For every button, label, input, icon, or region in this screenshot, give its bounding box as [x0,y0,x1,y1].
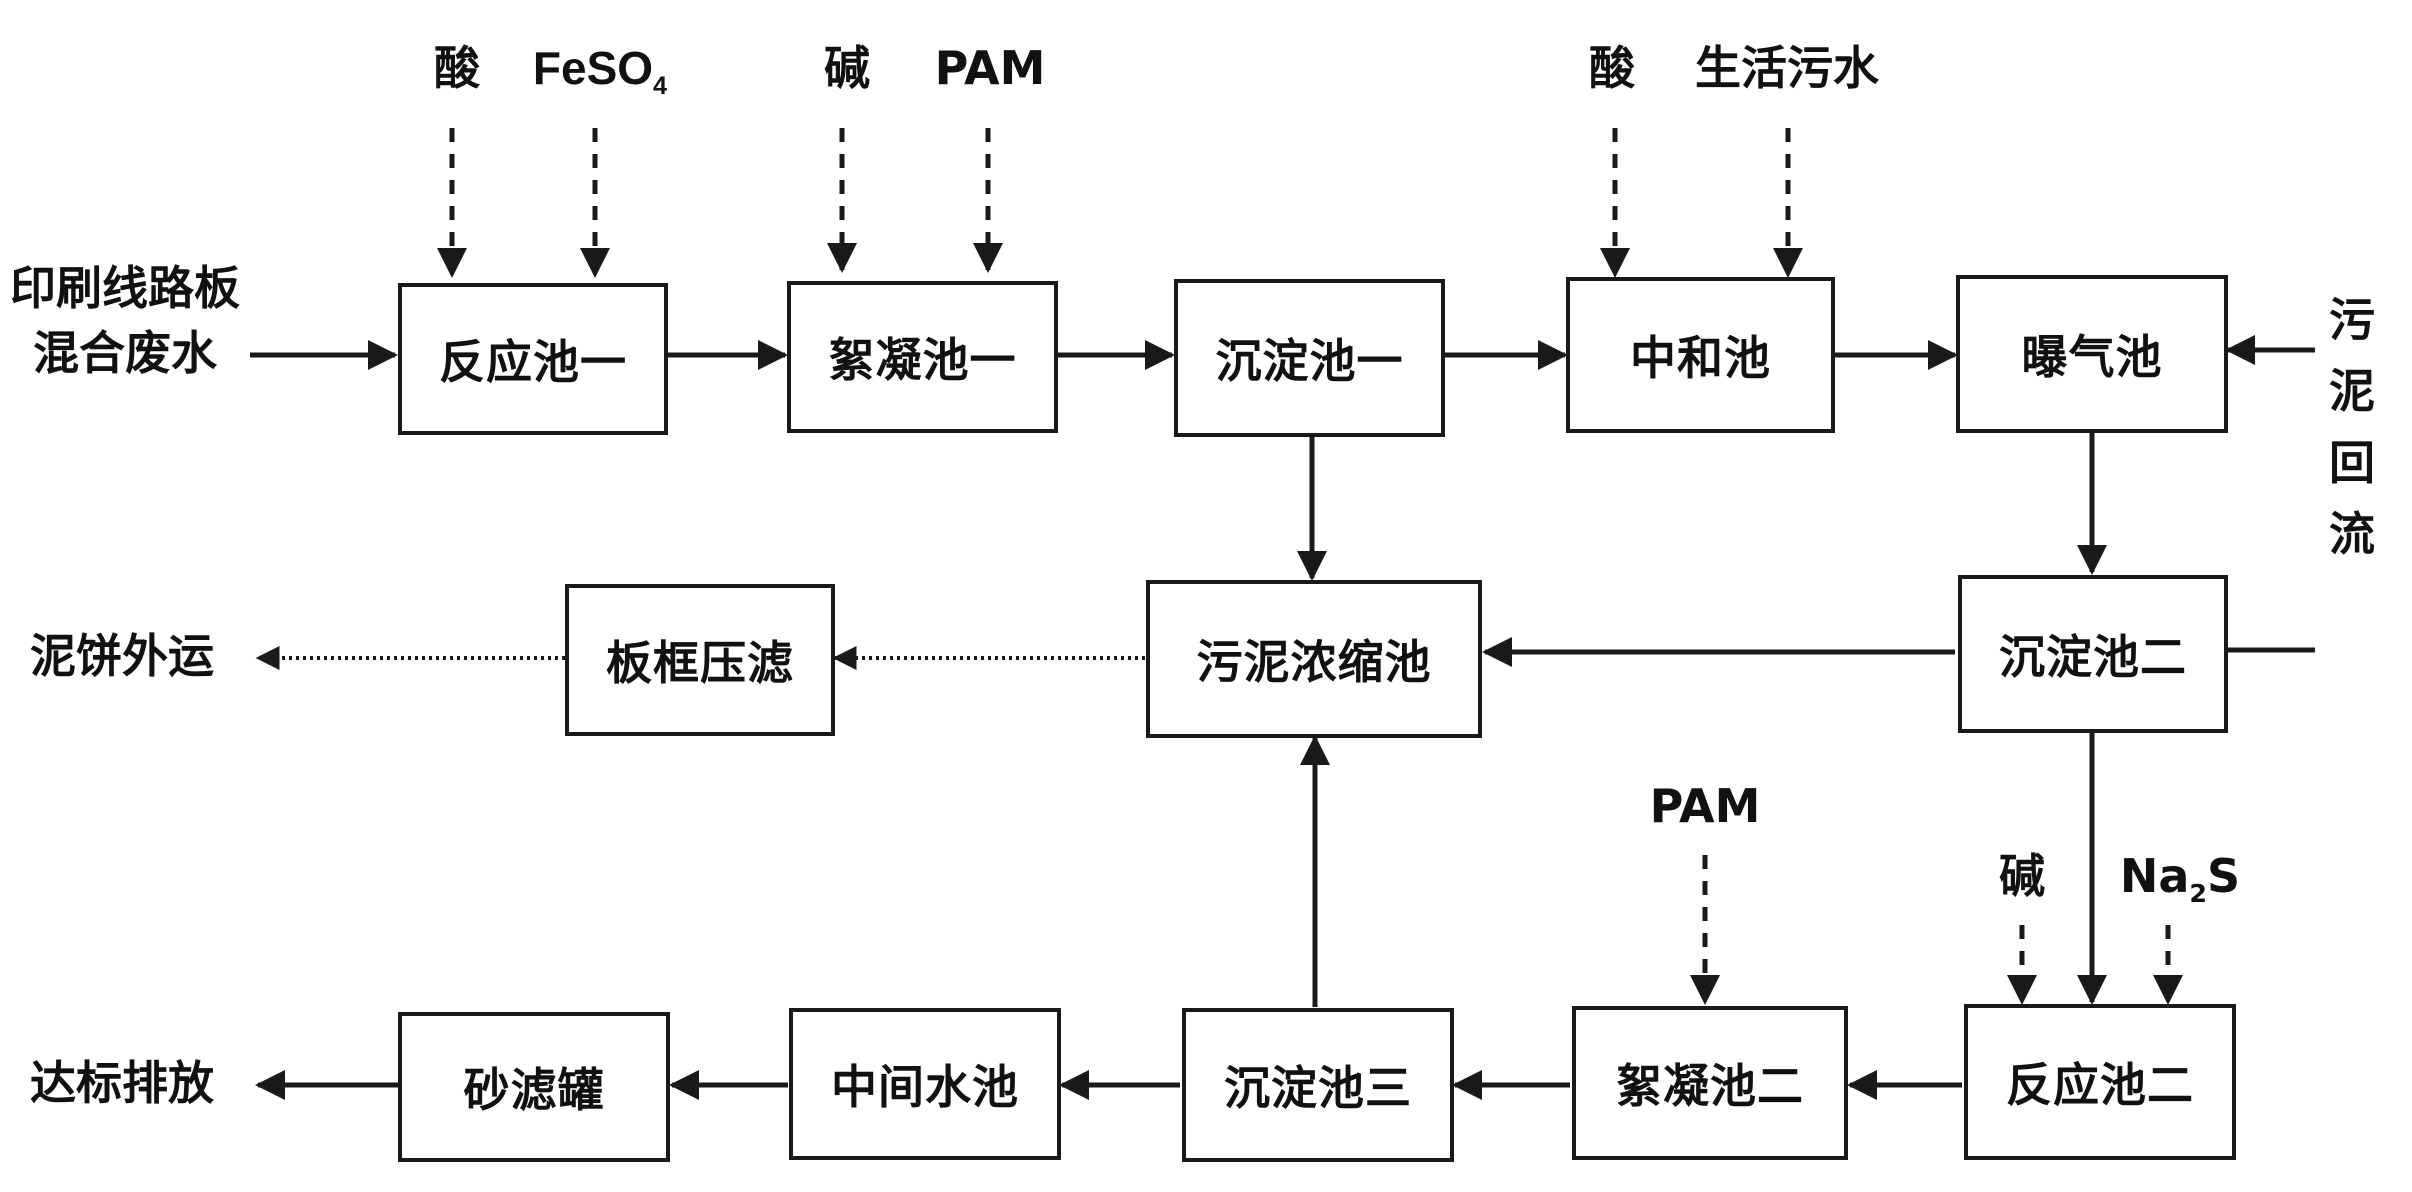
label-alkali-2: 碱 [1999,849,2045,903]
box-intermediate-pool: 中间水池 [789,1008,1061,1160]
box-neutralization-tank: 中和池 [1566,277,1835,433]
label-feso4-sub: 4 [653,72,668,101]
label-domestic-sewage: 生活污水 [1695,41,1879,95]
output-sludge-cake: 泥饼外运 [30,629,214,683]
box-aeration-tank: 曝气池 [1956,275,2228,433]
label-sludge-return-char-3: 回 [2329,435,2375,490]
input-wastewater: 印刷线路板 混合废水 [10,262,240,380]
label-feso4-base: FeSO [532,42,654,94]
label-acid-2: 酸 [1589,41,1635,95]
output-discharge: 达标排放 [30,1056,214,1110]
box-settling-tank-1: 沉淀池一 [1174,279,1445,437]
label-na2s-base: Na [2119,849,2190,903]
box-settling-tank-2: 沉淀池二 [1958,575,2228,733]
label-feso4: FeSO4 [533,42,667,101]
box-reaction-tank-2: 反应池二 [1964,1004,2236,1160]
label-sludge-return-char-2: 泥 [2329,364,2375,419]
label-na2s: Na2S [2119,849,2241,909]
input-wastewater-line1: 印刷线路板 [10,261,240,315]
box-coagulation-tank-1: 絮凝池一 [787,281,1058,433]
label-sludge-return-char-1: 污 [2329,293,2375,347]
label-pam-2: PAM [1649,779,1761,833]
label-na2s-sub: 2 [2189,879,2208,909]
label-pam-1: PAM [934,41,1046,95]
label-sludge-return-char-4: 流 [2329,506,2375,561]
box-reaction-tank-1: 反应池一 [398,283,668,435]
label-sludge-return: 污 泥 回 流 [2322,285,2382,570]
label-alkali-1: 碱 [824,41,870,95]
label-acid-1: 酸 [434,41,480,95]
box-sludge-thickener: 污泥浓缩池 [1146,580,1482,738]
box-coagulation-tank-2: 絮凝池二 [1572,1006,1848,1160]
box-settling-tank-3: 沉淀池三 [1182,1008,1454,1162]
label-na2s-tail: S [2207,849,2241,903]
input-wastewater-line2: 混合废水 [33,325,217,380]
box-filter-press: 板框压滤 [565,584,835,736]
box-sand-filter: 砂滤罐 [398,1012,670,1162]
